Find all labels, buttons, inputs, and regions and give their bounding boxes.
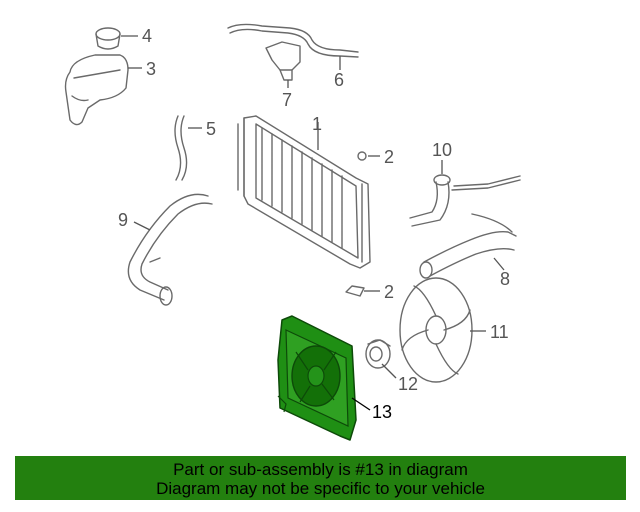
callout-2-upper: 2 [384, 147, 394, 167]
part-info-banner: Part or sub-assembly is #13 in diagram D… [15, 456, 626, 500]
callout-6: 6 [334, 70, 344, 90]
callout-7: 7 [282, 90, 292, 110]
cooling-fan-part[interactable] [399, 277, 473, 383]
parts-diagram: 4 3 6 7 5 1 2 2 [64, 23, 521, 441]
radiator-clip-upper-part[interactable] [357, 151, 367, 161]
callout-13: 13 [372, 402, 392, 422]
fan-shroud-part-highlighted[interactable] [277, 315, 357, 441]
coolant-pipe-part[interactable] [409, 174, 521, 227]
overflow-hose-part[interactable] [227, 23, 359, 58]
coolant-reservoir-part[interactable] [64, 54, 129, 126]
callout-3: 3 [146, 59, 156, 79]
fan-motor-part[interactable] [365, 339, 391, 369]
callout-9: 9 [118, 210, 128, 230]
callout-10: 10 [432, 140, 452, 160]
banner-line-disclaimer: Diagram may not be specific to your vehi… [156, 479, 485, 498]
callout-4: 4 [142, 26, 152, 46]
banner-line-part: Part or sub-assembly is #13 in diagram [173, 460, 468, 479]
small-hose-part[interactable] [174, 115, 188, 181]
upper-hose-part[interactable] [419, 213, 517, 279]
mounting-bracket-part[interactable] [265, 41, 301, 81]
callout-1: 1 [312, 114, 322, 134]
callout-2-lower: 2 [384, 282, 394, 302]
callout-5: 5 [206, 119, 216, 139]
callout-8: 8 [500, 269, 510, 289]
reservoir-cap-part[interactable] [95, 27, 121, 50]
lower-hose-part[interactable] [127, 193, 213, 306]
callout-12: 12 [398, 374, 418, 394]
callout-11: 11 [490, 322, 509, 342]
radiator-part[interactable] [237, 115, 371, 269]
radiator-insulator-lower-part[interactable] [345, 285, 365, 297]
